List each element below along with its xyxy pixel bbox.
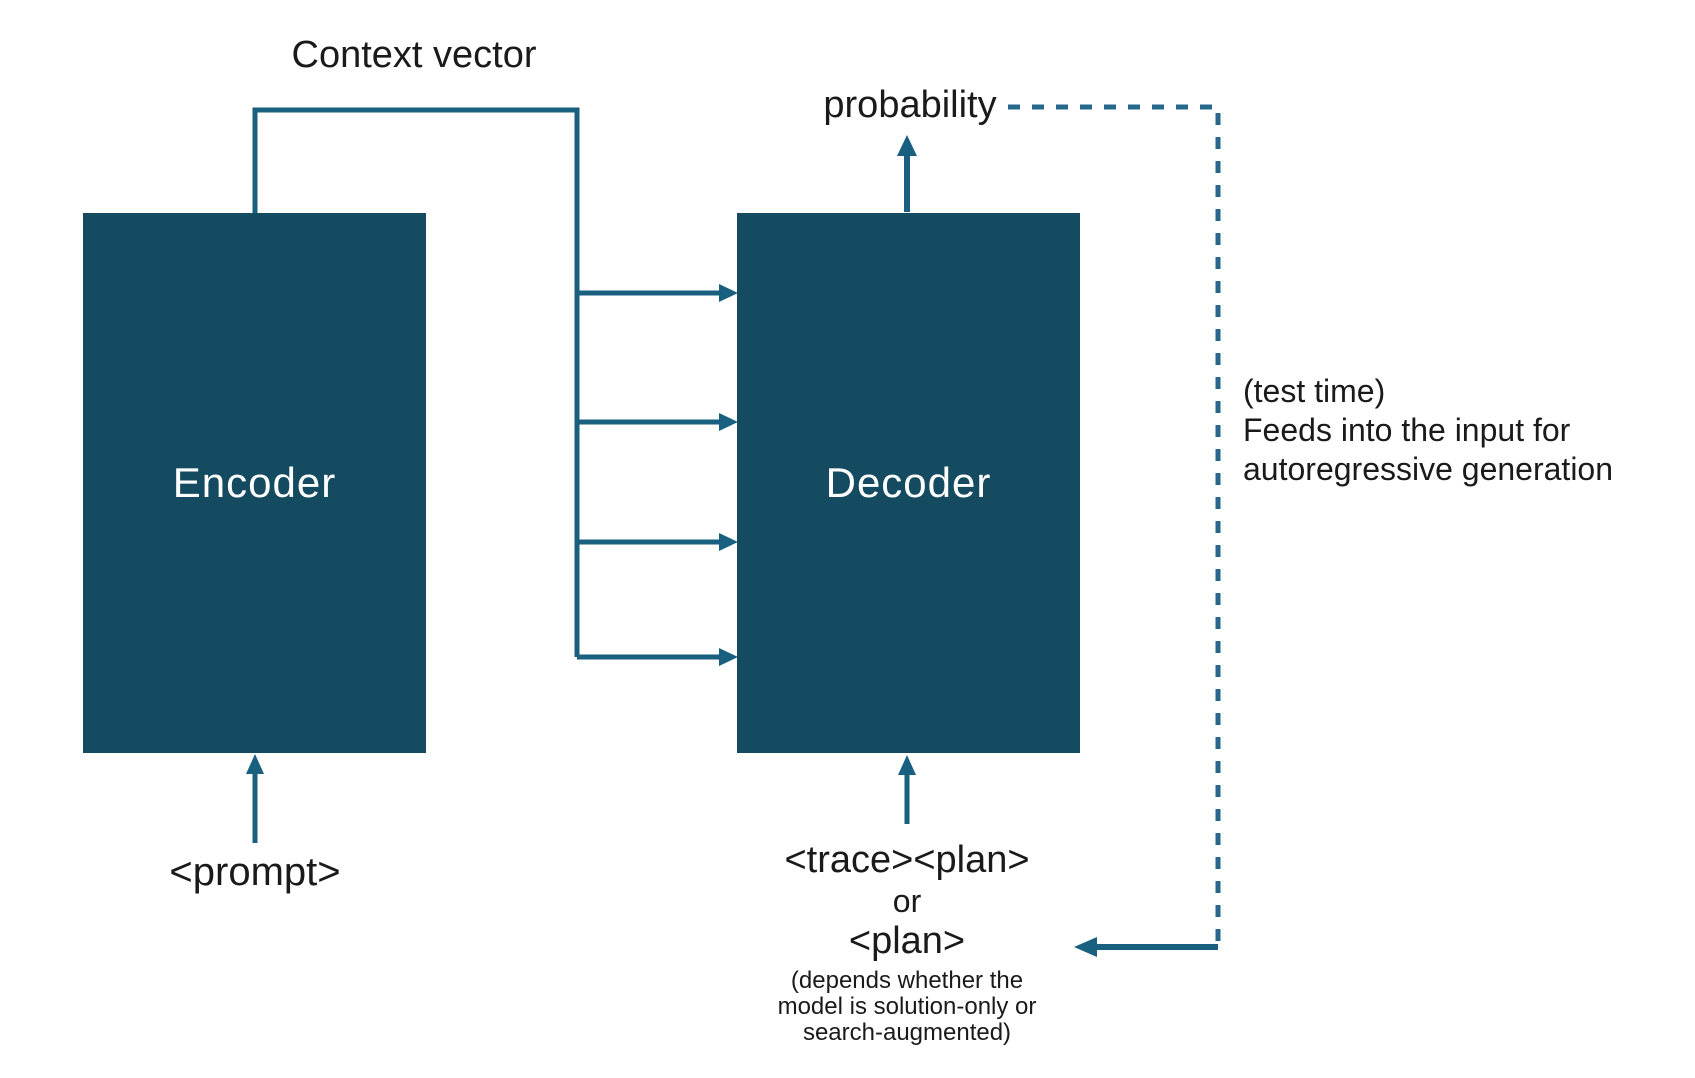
plan-note-line: search-augmented) [802,1019,1012,1046]
prompt-arrow [246,754,264,843]
trace-plan-label: <trace><plan> [784,839,1030,881]
decoder-input-arrow [898,755,916,824]
test-time-note-line: autoregressive generation [1243,451,1614,487]
test-time-note-line: Feeds into the input for [1243,412,1571,448]
plan-note-line: (depends whether the [790,967,1024,994]
test-time-note: (test time) Feeds into the input for aut… [1243,372,1613,489]
or-label: or [892,883,922,919]
plan-note: (depends whether the model is solution-o… [712,968,1102,1046]
attention-arrow-4 [577,648,738,666]
decoder-box: Decoder [737,213,1080,753]
plan-note-line: model is solution-only or [777,993,1037,1020]
attention-arrow-1 [577,284,738,302]
encoder-label: Encoder [172,459,337,506]
decoder-input-block: <trace><plan> or <plan> (depends whether… [712,838,1102,1046]
test-time-note-line: (test time) [1243,373,1386,409]
probability-arrow [897,135,917,212]
decoder-label: Decoder [825,459,992,506]
encoder-box: Encoder [83,213,426,753]
plan-label: <plan> [848,920,966,962]
prompt-label: <prompt> [169,850,341,894]
attention-arrow-2 [577,413,738,431]
probability-label: probability [823,84,997,126]
attention-arrow-3 [577,533,738,551]
context-vector-label: Context vector [291,34,537,76]
